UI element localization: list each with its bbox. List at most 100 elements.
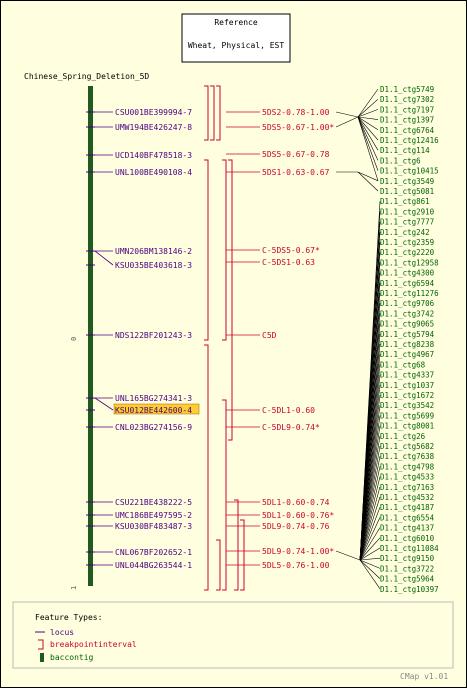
breakpoint-item[interactable]: C5D [226,331,277,340]
breakpoint-bracket[interactable] [240,519,245,591]
reference-box[interactable]: Reference Wheat, Physical, EST [181,13,291,63]
breakpoint-label[interactable]: C-5DL1-0.60 [262,406,315,415]
locus-label[interactable]: UCD140BF478518-3 [115,151,192,160]
breakpoint-label[interactable]: C-5DS1-0.63 [262,258,315,267]
contig-label[interactable]: D1.1_ctg7302 [380,95,434,104]
contig-label[interactable]: D1.1_ctg5964 [380,575,435,584]
contig-label[interactable]: D1.1_ctg4187 [380,503,434,512]
contig-label[interactable]: D1.1_ctg12958 [380,258,439,267]
contig-label[interactable]: D1.1_ctg7777 [380,218,434,227]
locus-label[interactable]: UMC186BE497595-2 [115,511,192,520]
contig-label[interactable]: D1.1_ctg11084 [380,544,439,553]
contig-label[interactable]: D1.1_ctg1397 [380,116,434,125]
contig-label[interactable]: D1.1_ctg861 [380,197,430,206]
breakpoint-label[interactable]: 5DL9-0.74-1.00* [262,547,334,556]
breakpoint-bracket[interactable] [222,399,227,591]
breakpoint-bracket[interactable] [228,159,233,441]
breakpoint-label[interactable]: 5DS5-0.67-1.00* [262,123,334,132]
contig-label[interactable]: D1.1_ctg4533 [380,473,434,482]
breakpoint-item[interactable]: 5DL9-0.74-0.76 [226,522,330,531]
contig-label[interactable]: D1.1_ctg4137 [380,524,434,533]
contig-label[interactable]: D1.1_ctg6594 [380,279,435,288]
breakpoint-item[interactable]: 5DS5-0.67-1.00* [226,123,334,132]
contig-label[interactable]: D1.1_ctg2910 [380,207,435,216]
contig-label[interactable]: D1.1_ctg12416 [380,136,439,145]
locus-item[interactable]: UNL165BG274341-3 [86,394,192,403]
breakpoint-item[interactable]: 5DL1-0.60-0.76* [226,511,334,520]
locus-label[interactable]: CNL067BF202652-1 [115,548,192,557]
locus-label[interactable]: KSU035BE403618-3 [115,261,192,270]
contig-label[interactable]: D1.1_ctg4798 [380,462,435,471]
contig-label[interactable]: D1.1_ctg6010 [380,534,435,543]
locus-item[interactable]: UMN206BM138146-2 [86,247,192,256]
breakpoint-item[interactable]: C-5DL1-0.60 [226,406,315,415]
breakpoint-bracket[interactable] [204,344,209,591]
contig-label[interactable]: D1.1_ctg26 [380,432,426,441]
locus-label[interactable]: KSU012BE442600-4 [115,406,192,415]
breakpoint-item[interactable]: 5DS1-0.63-0.67 [226,168,330,177]
contig-label[interactable]: D1.1_ctg2220 [380,248,435,257]
locus-item[interactable]: CSU221BE438222-5 [86,498,192,507]
contig-label[interactable]: D1.1_ctg2359 [380,238,434,247]
contig-label[interactable]: D1.1_ctg9065 [380,320,434,329]
breakpoint-item[interactable]: C-5DS5-0.67* [226,246,320,255]
breakpoint-bracket[interactable] [204,159,209,341]
locus-item[interactable]: UNL100BE490108-4 [86,168,192,177]
contig-label[interactable]: D1.1_ctg4532 [380,493,434,502]
contig-label[interactable]: D1.1_ctg3549 [380,177,434,186]
map-title[interactable]: Chinese_Spring_Deletion_5D [24,72,149,81]
contig-label[interactable]: D1.1_ctg10397 [380,585,439,594]
contig-label[interactable]: D1.1_ctg9706 [380,299,435,308]
locus-label[interactable]: UNL044BG263544-1 [115,561,192,570]
locus-label[interactable]: CSU221BE438222-5 [115,498,192,507]
contig-label[interactable]: D1.1_ctg68 [380,360,426,369]
contig-label[interactable]: D1.1_ctg114 [380,146,430,155]
breakpoint-label[interactable]: 5DL1-0.60-0.74 [262,498,330,507]
locus-item[interactable]: KSU035BE403618-3 [86,250,192,270]
contig-label[interactable]: D1.1_ctg8001 [380,422,434,431]
locus-item[interactable]: UMC186BE497595-2 [86,511,192,520]
contig-label[interactable]: D1.1_ctg7163 [380,483,434,492]
locus-item[interactable]: CNL067BF202652-1 [86,548,192,557]
contig-label[interactable]: D1.1_ctg5794 [380,330,435,339]
contig-label[interactable]: D1.1_ctg4300 [380,269,435,278]
breakpoint-bracket[interactable] [210,85,215,141]
contig-label[interactable]: D1.1_ctg6554 [380,513,435,522]
contig-label[interactable]: D1.1_ctg8238 [380,340,435,349]
locus-item[interactable]: NDS122BF201243-3 [86,331,192,340]
breakpoint-label[interactable]: 5DL1-0.60-0.76* [262,511,334,520]
breakpoint-label[interactable]: C5D [262,331,277,340]
breakpoint-item[interactable]: 5DL9-0.74-1.00* [226,547,334,556]
contig-label[interactable]: D1.1_ctg6764 [380,126,435,135]
contig-label[interactable]: D1.1_ctg3722 [380,564,434,573]
locus-item[interactable]: KSU030BF483487-3 [86,522,192,531]
breakpoint-item[interactable]: 5DS5-0.67-0.78 [226,150,330,159]
contig-label[interactable]: D1.1_ctg242 [380,228,430,237]
breakpoint-label[interactable]: C-5DS5-0.67* [262,246,320,255]
breakpoint-bracket[interactable] [222,159,227,341]
contig-label[interactable]: D1.1_ctg1037 [380,381,434,390]
contig-label[interactable]: D1.1_ctg7197 [380,105,434,114]
locus-label[interactable]: UMW194BE426247-8 [115,123,192,132]
locus-item[interactable]: CNL023BG274156-9 [86,423,192,432]
locus-label[interactable]: UNL165BG274341-3 [115,394,192,403]
locus-label[interactable]: KSU030BF483487-3 [115,522,192,531]
breakpoint-label[interactable]: 5DL5-0.76-1.00 [262,561,330,570]
breakpoint-bracket[interactable] [204,85,209,141]
contig-label[interactable]: D1.1_ctg6 [380,156,421,165]
locus-item[interactable]: UCD140BF478518-3 [86,151,192,160]
contig-label[interactable]: D1.1_ctg10415 [380,167,439,176]
contig-label[interactable]: D1.1_ctg7638 [380,452,435,461]
contig-label[interactable]: D1.1_ctg9150 [380,554,435,563]
chromosome-bar[interactable] [88,86,93,586]
breakpoint-label[interactable]: 5DL9-0.74-0.76 [262,522,330,531]
contig-label[interactable]: D1.1_ctg5682 [380,442,434,451]
contig-label[interactable]: D1.1_ctg5749 [380,85,434,94]
locus-item[interactable]: KSU012BE442600-4 [86,397,200,415]
contig-label[interactable]: D1.1_ctg5081 [380,187,434,196]
locus-label[interactable]: NDS122BF201243-3 [115,331,192,340]
contig-label[interactable]: D1.1_ctg3542 [380,401,434,410]
locus-label[interactable]: CNL023BG274156-9 [115,423,192,432]
contig-label[interactable]: D1.1_ctg11276 [380,289,439,298]
breakpoint-label[interactable]: 5DS5-0.67-0.78 [262,150,330,159]
